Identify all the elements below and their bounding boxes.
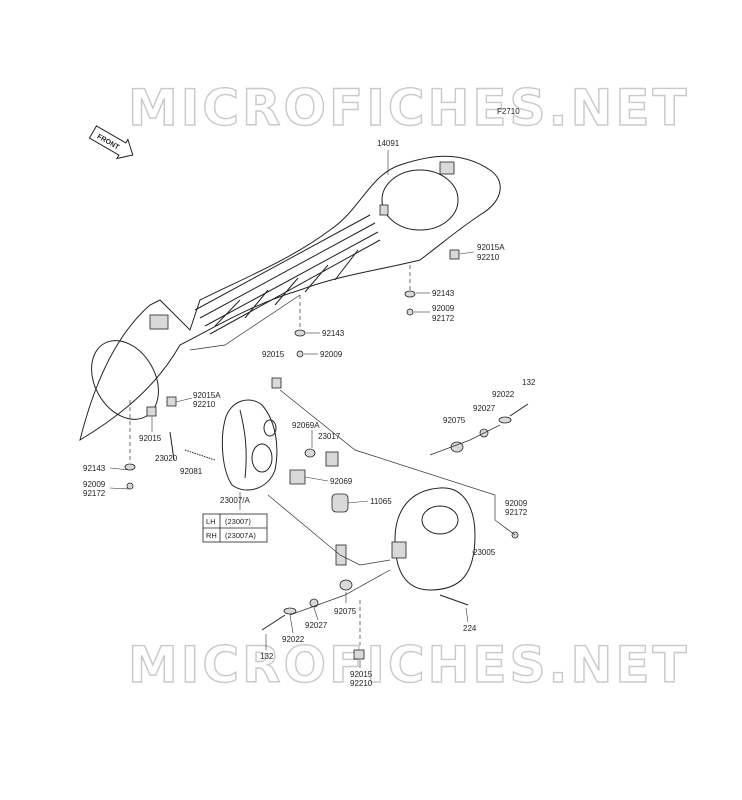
socket-11065 [331,493,349,513]
label-23020: 23020 [155,454,178,463]
label-132-bottom: 132 [260,652,274,661]
leader-lines [109,150,475,668]
label-92027-right: 92027 [473,404,496,413]
clip-92015-bottom [353,649,365,660]
label-14091: 14091 [377,139,400,148]
label-92172-right: 92172 [505,508,528,517]
grommet-92143-b [294,329,306,337]
collar-92027-bottom [309,598,319,608]
bolt-132-right [509,403,529,417]
spring-92081 [184,449,216,461]
label-11065: 11065 [370,497,392,506]
label-92022-right: 92022 [492,390,515,399]
lower-housing-23005 [391,487,476,591]
label-92069a: 92069A [292,421,320,430]
label-92210-bottom: 92210 [350,679,373,688]
clip-92015a-left [166,396,177,407]
watermark-bottom: MICROFICHES.NET [128,636,690,694]
screw-23020 [169,431,175,461]
bulb-92069 [289,469,306,485]
label-92015a-upper: 92015A [477,243,505,252]
label-92015-left: 92015 [139,434,162,443]
bulb-92069a [304,448,316,458]
label-23005: 23005 [473,548,496,557]
bolt-224 [439,594,469,606]
cowl-grille-part [79,155,501,442]
label-92009-right: 92009 [505,499,528,508]
screw-92009-a [406,308,414,316]
label-92172-upper: 92172 [432,314,455,323]
label-92172-left: 92172 [83,489,106,498]
grommet-92143-c [124,463,136,471]
screw-92009-c [126,482,134,490]
label-92015-mid: 92015 [262,350,285,359]
clip-92015a-upper [449,249,460,260]
label-23007a: 23007/A [220,496,250,505]
label-92009-upper: 92009 [432,304,455,313]
label-92009-left: 92009 [83,480,106,489]
side-reference-table: LH (23007) RH (23007A) [202,513,268,543]
label-224: 224 [463,624,477,633]
table-part-rh: (23007A) [225,531,256,540]
label-92143-left: 92143 [83,464,106,473]
bulb-23017 [325,451,339,467]
label-92081: 92081 [180,467,203,476]
screw-92009-b [296,350,304,358]
label-132-right: 132 [522,378,536,387]
label-92143-upper: 92143 [432,289,455,298]
headlight-assembly [221,399,278,491]
label-92009-mid: 92009 [320,350,343,359]
clip-92015-upper [271,377,282,389]
bolt-132-bottom [261,614,286,631]
assembly-lines [129,265,516,645]
label-92210-left: 92210 [193,400,216,409]
label-92069: 92069 [330,477,353,486]
label-92210-upper: 92210 [477,253,500,262]
washer-92022-bottom [283,607,297,615]
label-92075-right: 92075 [443,416,466,425]
label-92027-bottom: 92027 [305,621,328,630]
table-side-lh: LH [206,517,216,526]
label-92015a-left: 92015A [193,391,221,400]
label-23017: 23017 [318,432,341,441]
label-92022-bottom: 92022 [282,635,305,644]
washer-92022-right [498,416,512,424]
label-92143-mid: 92143 [322,329,345,338]
part-labels: 14091 92015A 92210 92143 92009 92172 921… [83,139,536,688]
clip-92015-left [146,406,157,417]
table-part-lh: (23007) [225,517,251,526]
bushing-92075-bottom [339,579,353,591]
table-side-rh: RH [206,531,217,540]
label-92015-bottom: 92015 [350,670,373,679]
grommet-92143-a [404,290,416,298]
figure-code: F2710 [497,107,520,116]
socket-wire [335,544,347,566]
watermark-top: MICROFICHES.NET [128,79,690,137]
label-92075-bottom: 92075 [334,607,357,616]
